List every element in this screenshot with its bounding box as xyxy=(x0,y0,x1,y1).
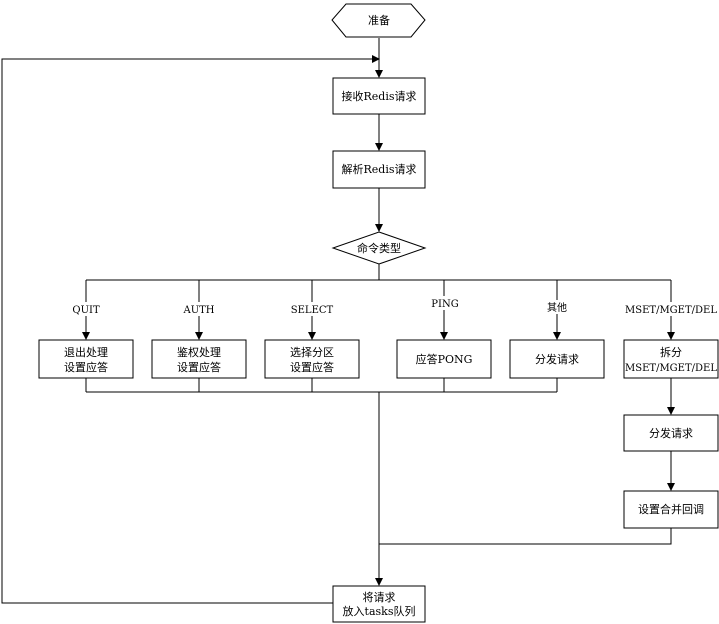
quit-label-line2: 设置应答 xyxy=(64,360,108,374)
node-other: 分发请求 xyxy=(509,339,605,379)
node-receive: 接收Redis请求 xyxy=(332,77,426,115)
enqueue-label-line1: 将请求 xyxy=(363,591,396,604)
edge-loop-back xyxy=(1,55,380,604)
quit-box xyxy=(38,339,134,379)
split-label-line1: 拆分 xyxy=(660,345,682,359)
decision-label: 命令类型 xyxy=(357,241,401,255)
branch-label-auth: AUTH xyxy=(182,305,214,316)
node-select: 选择分区 设置应答 xyxy=(264,339,360,379)
enqueue-box xyxy=(332,585,426,623)
edges xyxy=(1,38,675,604)
node-parse: 解析Redis请求 xyxy=(332,150,426,189)
other-box xyxy=(509,339,605,379)
merge-callback-box xyxy=(623,490,719,529)
split-label-line2: MSET/MGET/DEL xyxy=(625,363,717,374)
node-start: 准备 xyxy=(331,3,426,38)
branch-label-quit: QUIT xyxy=(72,305,100,316)
split-box xyxy=(623,339,719,379)
parse-box xyxy=(332,150,426,189)
auth-label-line1: 鉴权处理 xyxy=(177,346,221,359)
branch-label-multi: MSET/MGET/DEL xyxy=(625,305,717,316)
start-label: 准备 xyxy=(368,13,390,27)
node-decision: 命令类型 xyxy=(331,231,427,265)
dispatch-box xyxy=(623,414,719,452)
merge-callback-label: 设置合并回调 xyxy=(638,502,704,516)
start-hexagon xyxy=(331,3,426,38)
edge-mergecb-enqueue xyxy=(379,528,672,545)
node-quit: 退出处理 设置应答 xyxy=(38,339,134,379)
select-label-line2: 设置应答 xyxy=(290,360,334,374)
dispatch-label: 分发请求 xyxy=(649,426,693,440)
branch-label-other: 其他 xyxy=(547,301,567,314)
auth-label-line2: 设置应答 xyxy=(177,360,221,374)
quit-label-line1: 退出处理 xyxy=(64,345,108,359)
node-ping: 应答PONG xyxy=(396,339,492,379)
receive-box xyxy=(332,77,426,115)
other-label: 分发请求 xyxy=(535,352,579,366)
enqueue-label-line2: 放入tasks队列 xyxy=(343,604,416,618)
node-split: 拆分 MSET/MGET/DEL xyxy=(623,339,719,379)
node-auth: 鉴权处理 设置应答 xyxy=(151,339,247,379)
branch-label-ping: PING xyxy=(431,299,458,310)
select-label-line1: 选择分区 xyxy=(290,345,334,359)
parse-label: 解析Redis请求 xyxy=(342,162,417,176)
ping-box xyxy=(396,339,492,379)
node-dispatch: 分发请求 xyxy=(623,414,719,452)
decision-diamond xyxy=(331,231,427,265)
branch-label-select: SELECT xyxy=(291,305,334,316)
node-enqueue: 将请求 放入tasks队列 xyxy=(332,585,426,623)
receive-label: 接收Redis请求 xyxy=(342,89,417,103)
node-merge-callback: 设置合并回调 xyxy=(623,490,719,529)
select-box xyxy=(264,339,360,379)
auth-box xyxy=(151,339,247,379)
ping-label: 应答PONG xyxy=(416,352,473,366)
branch-labels: QUIT AUTH SELECT PING 其他 MSET/MGET/DEL xyxy=(70,296,717,316)
